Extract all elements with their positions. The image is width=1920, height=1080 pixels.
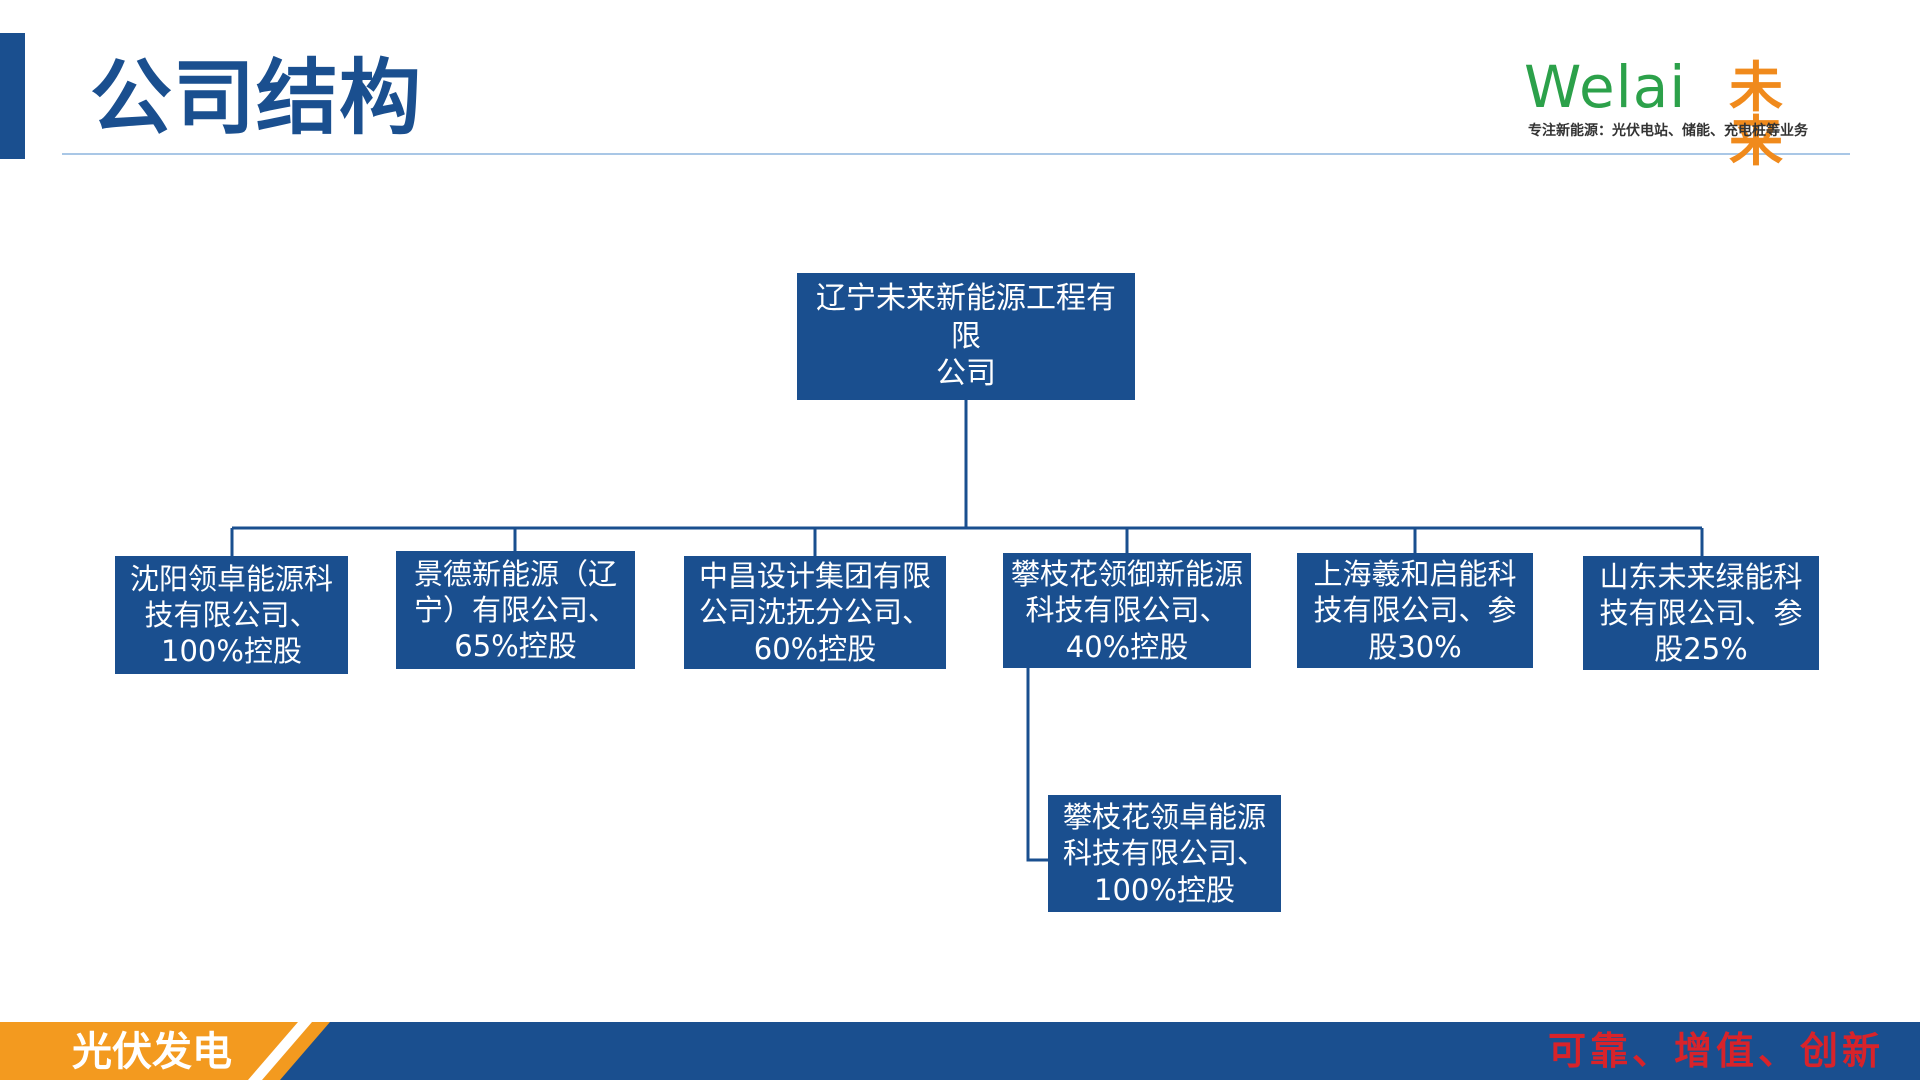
node-root-line-2: 公司 <box>936 356 996 392</box>
footer-section-label: 光伏发电 <box>72 1029 232 1075</box>
header-divider <box>62 153 1850 155</box>
node-line: 公司沈抚分公司、 <box>698 595 931 630</box>
org-node-child-5: 上海羲和启能科 技有限公司、参 股30% <box>1297 553 1533 668</box>
node-line: 宁）有限公司、 <box>413 592 617 627</box>
org-node-child-4: 攀枝花领御新能源 科技有限公司、 40%控股 <box>1003 553 1251 668</box>
page-title: 公司结构 <box>90 51 423 146</box>
org-node-child-3: 中昌设计集团有限 公司沈抚分公司、 60%控股 <box>684 556 946 669</box>
node-line: 技有限公司、参 <box>1313 593 1517 628</box>
node-line: 65%控股 <box>454 629 577 664</box>
footer-accent-shape <box>0 1022 330 1080</box>
node-line: 40%控股 <box>1065 629 1189 664</box>
org-node-child-1: 沈阳领卓能源科 技有限公司、 100%控股 <box>115 556 348 674</box>
connector-grandchild <box>1026 668 1048 862</box>
node-line: 上海羲和启能科 <box>1313 557 1517 592</box>
node-line: 100%控股 <box>1094 872 1235 907</box>
node-line: 100%控股 <box>161 634 302 669</box>
node-root-line-1: 辽宁未来新能源工程有限 <box>816 281 1116 354</box>
logo-latin-text: Welai <box>1524 53 1687 121</box>
node-line: 技有限公司、参 <box>1599 595 1803 630</box>
node-line: 山东未来绿能科 <box>1599 559 1803 594</box>
org-node-child-6: 山东未来绿能科 技有限公司、参 股25% <box>1583 556 1819 670</box>
node-line: 攀枝花领御新能源 <box>1010 557 1243 592</box>
node-line: 股30% <box>1368 629 1462 664</box>
node-line: 科技有限公司、 <box>1025 593 1229 628</box>
node-line: 攀枝花领卓能源 <box>1062 800 1266 835</box>
logo-chinese-text: 未来 <box>1729 55 1795 173</box>
footer-slogan: 可靠、增值、创新 <box>1548 1028 1885 1073</box>
node-line: 科技有限公司、 <box>1062 836 1266 871</box>
node-line: 技有限公司、 <box>144 597 319 632</box>
company-logo: Welai 未来 专注新能源：光伏电站、储能、充电桩等业务 <box>1524 53 1854 168</box>
node-line: 股25% <box>1654 632 1748 667</box>
org-node-child-2: 景德新能源（辽 宁）有限公司、 65%控股 <box>396 551 635 669</box>
node-line: 60%控股 <box>753 631 877 666</box>
node-line: 景德新能源（辽 <box>413 556 617 591</box>
node-line: 沈阳领卓能源科 <box>129 561 333 596</box>
org-node-root: 辽宁未来新能源工程有限 公司 <box>797 273 1135 400</box>
header-accent-bar <box>0 33 25 159</box>
node-line: 中昌设计集团有限 <box>698 559 931 594</box>
logo-tagline: 专注新能源：光伏电站、储能、充电桩等业务 <box>1528 123 1808 139</box>
org-node-grandchild: 攀枝花领卓能源 科技有限公司、 100%控股 <box>1048 795 1281 912</box>
